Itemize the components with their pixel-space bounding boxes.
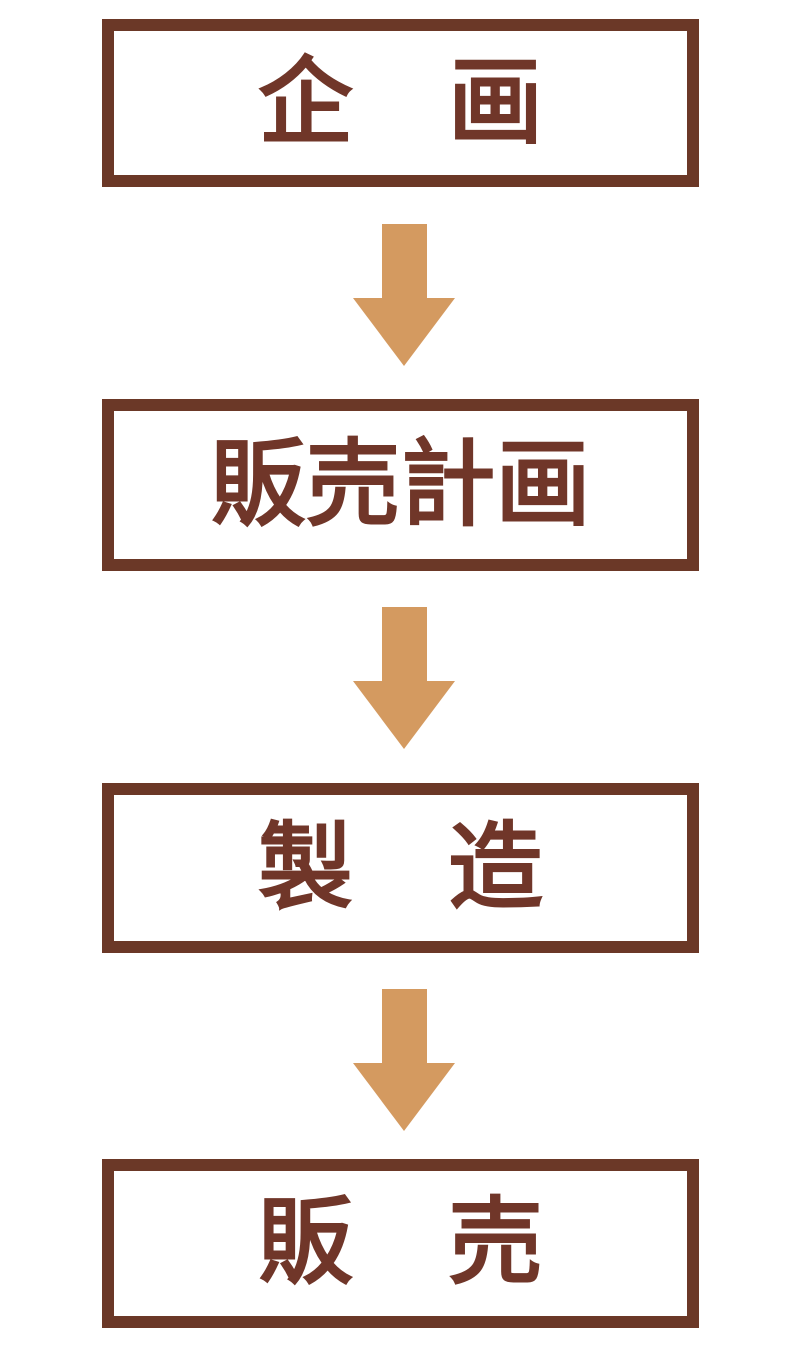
down-arrow-head — [353, 681, 455, 749]
down-arrow-head — [353, 298, 455, 366]
step-label-planning: 企 画 — [257, 47, 543, 158]
step-box-manufacturing: 製 造 — [102, 783, 699, 953]
step-box-sales: 販 売 — [102, 1159, 699, 1328]
step-label-sales: 販 売 — [257, 1188, 543, 1298]
down-arrow-head — [353, 1063, 455, 1131]
step-label-sales-plan: 販売計画 — [210, 429, 591, 540]
step-box-planning: 企 画 — [102, 19, 699, 187]
down-arrow-shaft — [381, 607, 427, 681]
down-arrow-shaft — [381, 224, 427, 298]
down-arrow-icon — [353, 989, 455, 1131]
down-arrow-shaft — [381, 989, 427, 1063]
down-arrow-icon — [353, 224, 455, 366]
step-box-sales-plan: 販売計画 — [102, 399, 699, 571]
step-label-manufacturing: 製 造 — [257, 812, 543, 923]
down-arrow-icon — [353, 607, 455, 749]
